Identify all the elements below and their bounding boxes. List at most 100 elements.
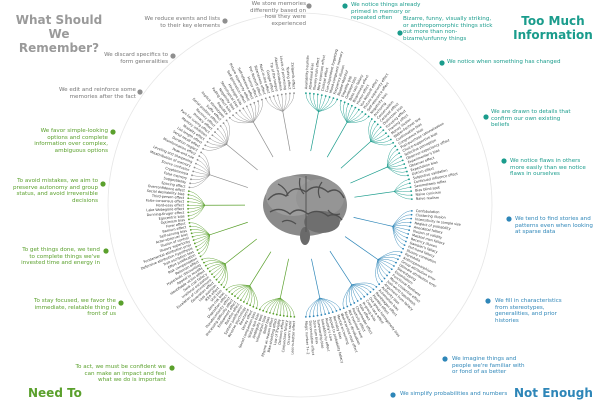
note-meaning-3: We imagine things and people we're famil… bbox=[452, 356, 532, 376]
act_fast-leaf-dot bbox=[240, 299, 242, 301]
act_fast-leaf-dot bbox=[234, 295, 236, 297]
information-leaf-dot bbox=[405, 167, 407, 169]
meaning-leaf-line bbox=[351, 285, 354, 303]
act_fast-trunk bbox=[210, 222, 248, 235]
information-leaf-dot bbox=[321, 94, 323, 96]
act_fast-leaf-dot bbox=[188, 215, 190, 217]
act_fast-trunk bbox=[225, 239, 256, 264]
information-leaf-line bbox=[387, 160, 403, 167]
note-marker-dot bbox=[100, 181, 105, 186]
memory-leaf-line bbox=[243, 108, 253, 122]
title-meaning: Not Enough bbox=[514, 386, 593, 400]
information-leaf-dot bbox=[388, 135, 390, 137]
note-meaning-1: We tend to find stories and patterns eve… bbox=[515, 216, 595, 236]
note-information-3: We notice when something has changed bbox=[447, 59, 567, 66]
information-leaf-line bbox=[394, 183, 410, 191]
act_fast-leaf-dot bbox=[201, 259, 203, 261]
memory-leaf-dot bbox=[217, 128, 219, 130]
information-leaf-dot bbox=[411, 198, 413, 200]
memory-leaf-dot bbox=[253, 102, 255, 104]
act_fast-leaf-dot bbox=[190, 229, 192, 231]
act_fast-leaf-dot bbox=[216, 279, 218, 281]
act_fast-leaf-dot bbox=[192, 236, 194, 238]
act_fast-leaf-dot bbox=[272, 313, 274, 315]
information-leaf-dot bbox=[402, 159, 404, 161]
information-leaf-dot bbox=[333, 97, 335, 99]
note-act-fast-2: To avoid mistakes, we aim to preserve au… bbox=[8, 178, 98, 204]
meaning-leaf-dot bbox=[343, 307, 345, 309]
note-marker-dot bbox=[485, 298, 490, 303]
memory-leaf-dot bbox=[289, 93, 291, 95]
meaning-leaf-dot bbox=[410, 218, 412, 220]
information-leaf-dot bbox=[411, 194, 413, 196]
information-leaf-dot bbox=[340, 100, 342, 102]
act_fast-leaf-line bbox=[238, 286, 250, 299]
meaning-leaf-dot bbox=[353, 302, 355, 304]
act_fast-leaf-line bbox=[192, 232, 210, 234]
note-memory-3: We discard specifics to form generalitie… bbox=[98, 52, 168, 65]
meaning-leaf-line bbox=[352, 285, 361, 299]
act_fast-leaf-line bbox=[194, 235, 210, 240]
meaning-leaf-dot bbox=[317, 315, 319, 317]
meaning-leaf-dot bbox=[336, 310, 338, 312]
information-leaf-dot bbox=[317, 94, 319, 96]
information-leaf-dot bbox=[325, 95, 327, 97]
note-marker-dot bbox=[118, 300, 123, 305]
note-act-fast-3: To get things done, we tend to complete … bbox=[16, 247, 100, 267]
note-information-4: We are drawn to details that confirm our… bbox=[491, 109, 573, 129]
act_fast-leaf-dot bbox=[223, 286, 225, 288]
meaning-leaf-dot bbox=[378, 283, 380, 285]
meaning-leaf-dot bbox=[411, 214, 413, 216]
meaning-leaf-dot bbox=[309, 316, 311, 318]
information-leaf-dot bbox=[380, 126, 382, 128]
act_fast-leaf-dot bbox=[290, 316, 292, 318]
act_fast-leaf-dot bbox=[197, 249, 199, 251]
note-marker-dot bbox=[439, 60, 444, 65]
title-information-line-1: Too Much bbox=[506, 14, 600, 28]
information-leaf-dot bbox=[329, 96, 331, 98]
memory-leaf-dot bbox=[200, 152, 202, 154]
information-leaf-dot bbox=[390, 139, 392, 141]
note-memory-2: We reduce events and lists to their key … bbox=[140, 16, 220, 29]
act_fast-leaf-dot bbox=[209, 271, 211, 273]
act_fast-leaf-dot bbox=[276, 314, 278, 316]
note-act-fast-5: To act, we must be confident we can make… bbox=[70, 364, 166, 384]
note-marker-dot bbox=[397, 30, 402, 35]
act_fast-leaf-dot bbox=[188, 219, 190, 221]
information-leaf-dot bbox=[347, 103, 349, 105]
information-leaf-line bbox=[347, 106, 352, 123]
information-leaf-dot bbox=[309, 93, 311, 95]
act_fast-leaf-dot bbox=[193, 239, 195, 241]
title-information: Too Much Information bbox=[506, 14, 600, 42]
memory-leaf-line bbox=[253, 101, 259, 122]
memory-leaf-dot bbox=[250, 104, 252, 106]
title-act-fast-line-1: Need To bbox=[28, 386, 82, 400]
memory-leaf-line bbox=[227, 120, 230, 144]
memory-trunk bbox=[283, 112, 290, 151]
information-leaf-dot bbox=[361, 111, 363, 113]
act_fast-leaf-dot bbox=[279, 314, 281, 316]
meaning-leaf-dot bbox=[313, 315, 315, 317]
information-leaf-line bbox=[387, 150, 397, 168]
note-act-fast-1: We favor simple-looking options and comp… bbox=[22, 128, 108, 154]
meaning-leaf-dot bbox=[405, 241, 407, 243]
meaning-leaf-dot bbox=[360, 298, 362, 300]
act_fast-leaf-dot bbox=[203, 262, 205, 264]
note-marker-dot bbox=[483, 114, 488, 119]
note-marker-dot bbox=[103, 248, 108, 253]
meaning-leaf-dot bbox=[357, 300, 359, 302]
information-leaf-dot bbox=[365, 113, 367, 115]
information-leaf-dot bbox=[409, 182, 411, 184]
meaning-leaf-line bbox=[320, 298, 322, 315]
information-leaf-dot bbox=[371, 118, 373, 120]
note-marker-dot bbox=[501, 158, 506, 163]
memory-leaf-dot bbox=[257, 100, 259, 102]
title-memory: What Should We Remember? bbox=[6, 13, 112, 55]
meaning-leaf-dot bbox=[373, 289, 375, 291]
note-meaning-2: We fill in characteristics from stereoty… bbox=[495, 298, 575, 324]
meaning-leaf-dot bbox=[410, 222, 412, 224]
information-leaf-dot bbox=[410, 190, 412, 192]
meaning-leaf-dot bbox=[324, 313, 326, 315]
memory-trunk bbox=[227, 144, 258, 169]
